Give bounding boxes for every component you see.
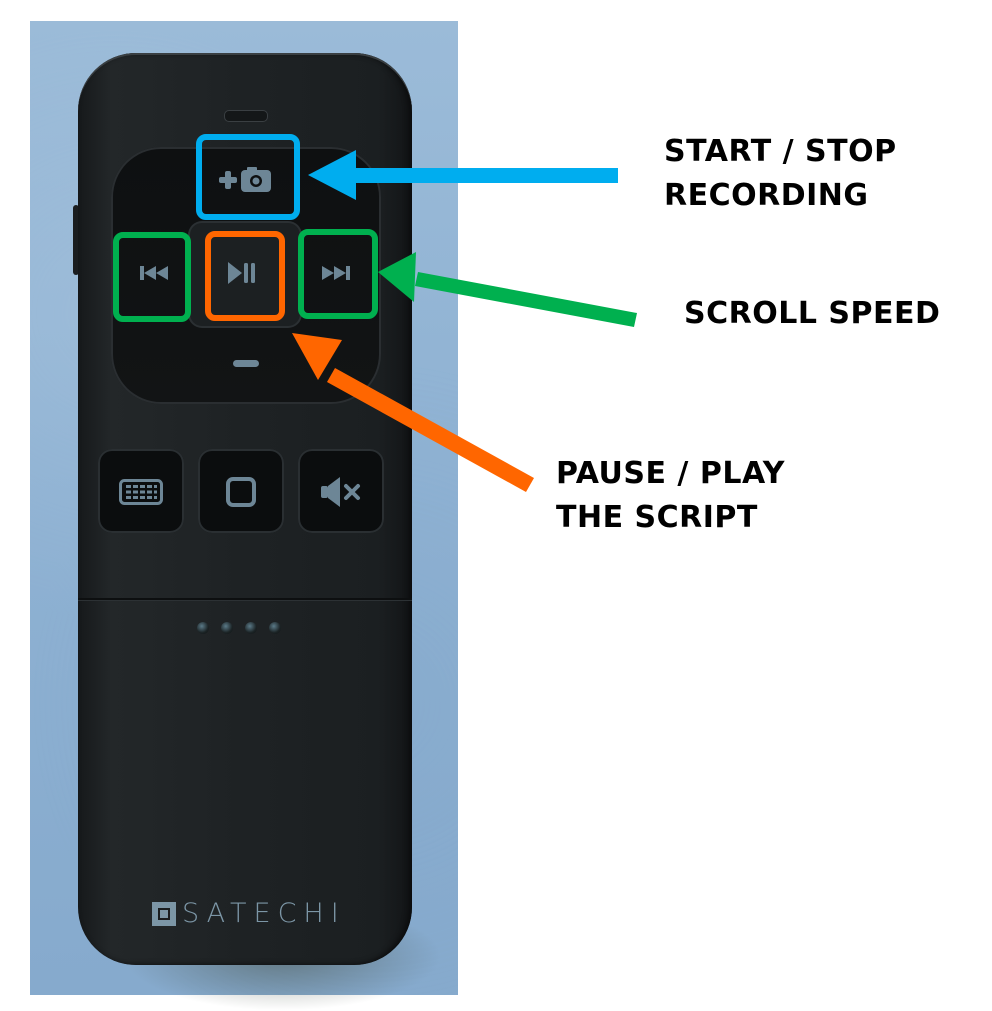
skip-back-icon — [126, 258, 182, 288]
keyboard-key — [98, 449, 184, 533]
mute-key — [298, 449, 384, 533]
side-button — [73, 205, 79, 275]
label-line: PAUSE / PLAY — [556, 456, 786, 491]
satechi-logo-icon — [152, 901, 176, 926]
orange-arrow-icon — [292, 333, 534, 492]
minus-icon — [233, 360, 259, 367]
highlight-record-button — [196, 134, 300, 220]
brand-text: SATECHI — [182, 898, 346, 929]
skip-forward-icon — [308, 258, 364, 288]
label-line: RECORDING — [664, 178, 869, 213]
green-arrow-icon — [378, 252, 637, 327]
highlight-play-pause-button — [205, 231, 285, 321]
label-line: START / STOP — [664, 134, 897, 169]
stop-key — [198, 449, 284, 533]
highlight-skip-forward-button — [298, 229, 378, 319]
indicator-dot — [269, 622, 281, 634]
label-line: THE SCRIPT — [556, 500, 758, 535]
mute-icon — [321, 477, 360, 507]
plus-camera-icon — [212, 160, 278, 200]
label-line: SCROLL SPEED — [684, 296, 941, 331]
indicator-dot — [221, 622, 233, 634]
indicator-dot — [197, 622, 209, 634]
keyboard-icon — [119, 479, 163, 505]
blue-arrow-icon — [308, 150, 618, 200]
brand-logo: SATECHI — [152, 898, 346, 929]
play-pause-icon — [214, 255, 270, 291]
label-pause-play-script: PAUSE / PLAY THE SCRIPT — [556, 452, 785, 540]
highlight-skip-back-button — [113, 232, 191, 322]
indicator-dot — [245, 622, 257, 634]
stop-square-icon — [226, 477, 256, 507]
top-slot — [224, 110, 268, 122]
label-scroll-speed: SCROLL SPEED — [684, 292, 940, 336]
label-start-stop-recording: START / STOP RECORDING — [664, 130, 897, 218]
battery-cover-seam — [78, 598, 412, 601]
